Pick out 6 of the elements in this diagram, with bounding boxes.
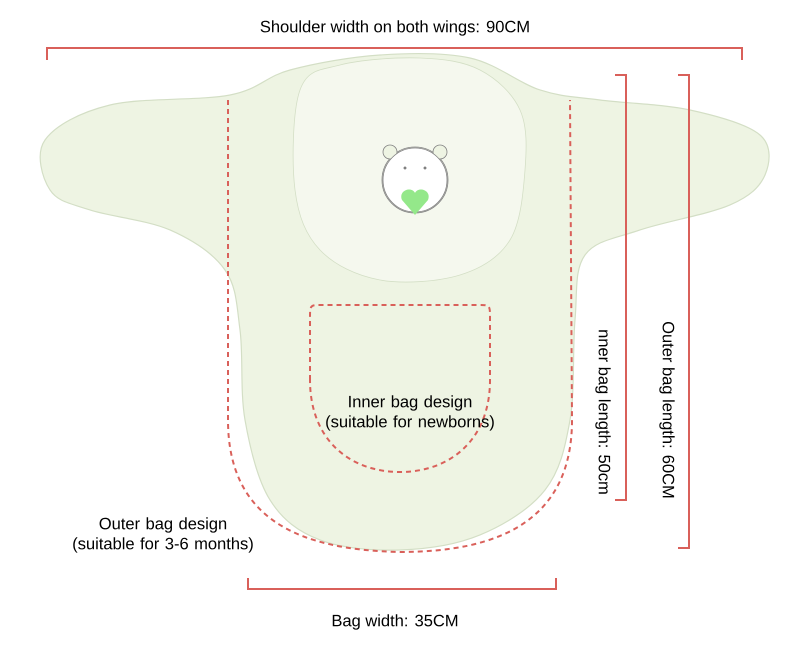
dimension-label: Outer bag length: 60CM (659, 322, 675, 498)
design-label: Outer bag design (suitable for 3-6 months) (73, 517, 253, 553)
dimension-label: nner bag length: 50cm (595, 330, 611, 494)
dimension-label: Shoulder width on both wings: 90CM (260, 20, 529, 36)
design-label: Inner bag design (suitable for newborns) (326, 395, 494, 431)
dimension-label: Bag width: 35CM (332, 614, 458, 630)
